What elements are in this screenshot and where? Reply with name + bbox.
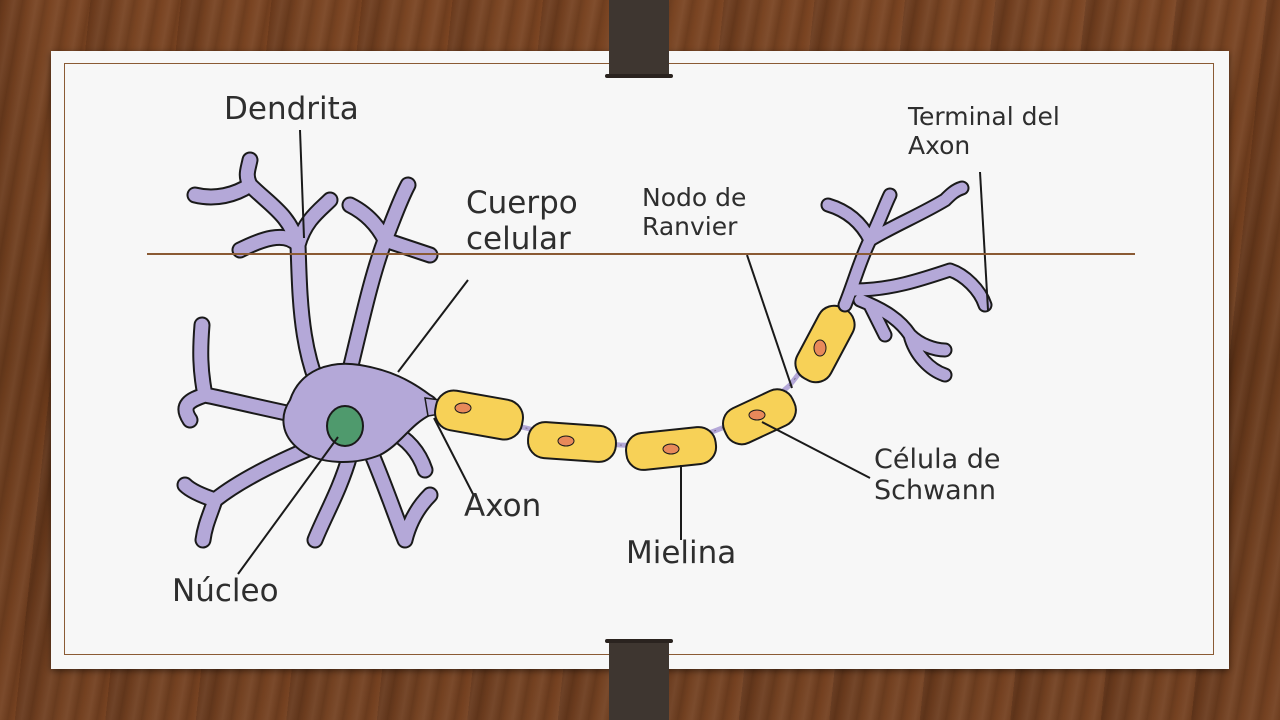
- label-cuerpo-celular: Cuerpo celular: [466, 185, 578, 257]
- label-nodo-ranvier: Nodo de Ranvier: [642, 183, 747, 241]
- clip-icon: [609, 641, 669, 720]
- clip-edge-bottom: [605, 639, 673, 643]
- axon-terminal: [820, 180, 993, 383]
- schwann-cell: [625, 426, 718, 471]
- label-axon: Axon: [464, 488, 542, 524]
- label-celula-schwann: Célula de Schwann: [874, 444, 1001, 507]
- divider-line: [147, 253, 1135, 255]
- clip-icon: [609, 0, 669, 77]
- label-mielina: Mielina: [626, 535, 737, 571]
- label-terminal-axon: Terminal del Axon: [908, 102, 1060, 160]
- clip-edge-top: [605, 74, 673, 78]
- schwann-cell: [434, 389, 524, 441]
- schwann-cell: [794, 304, 856, 384]
- label-nucleo: Núcleo: [172, 573, 279, 609]
- leader-lines: [237, 129, 989, 575]
- schwann-cell: [722, 388, 797, 446]
- schwann-cell: [526, 421, 618, 463]
- label-dendrita: Dendrita: [224, 91, 359, 127]
- myelin-sheaths: [434, 304, 856, 471]
- nucleus: [326, 405, 364, 447]
- dendrites: [176, 151, 439, 549]
